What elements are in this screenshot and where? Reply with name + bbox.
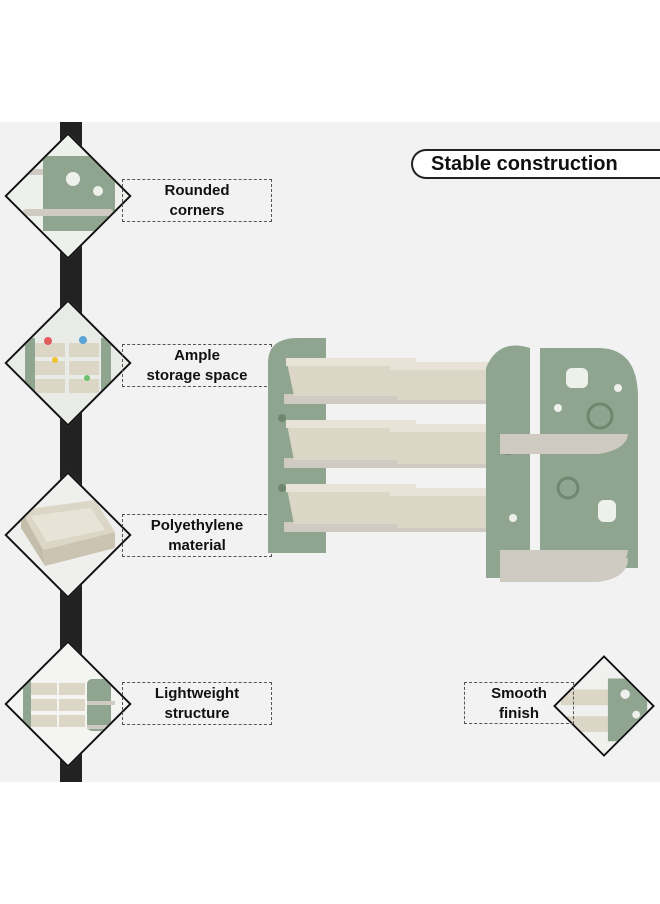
feature-line2: structure — [164, 705, 230, 722]
infographic-panel: Stable construction Rounded corners — [0, 122, 660, 782]
feature-line2: finish — [499, 705, 539, 722]
right-side-panel — [540, 348, 638, 568]
corner-shelf-lower — [500, 550, 628, 574]
bin — [390, 362, 500, 400]
shelf-bottom — [284, 522, 494, 532]
shelf-middle — [284, 458, 494, 468]
feature-line2: material — [168, 537, 226, 554]
feature-line1: Smooth — [491, 685, 547, 702]
feature-label-lightweight: Lightweight structure — [122, 682, 272, 725]
feature-label-polyethylene: Polyethylene material — [122, 514, 272, 557]
feature-label-rounded-corners: Rounded corners — [122, 179, 272, 222]
heading-badge: Stable construction — [411, 149, 660, 179]
feature-label-smooth-finish: Smooth finish — [464, 682, 574, 724]
rounded-corner-detail-image — [4, 132, 132, 260]
bin — [286, 420, 416, 460]
feature-line1: Ample — [174, 347, 220, 364]
right-inner-panel — [486, 345, 530, 578]
feature-line2: storage space — [146, 367, 248, 384]
corner-shelf-upper — [500, 434, 628, 454]
bin-closeup-image — [4, 471, 132, 599]
heading-text: Stable construction — [431, 153, 618, 175]
storage-with-toys-image — [4, 299, 132, 427]
rounded-corners-diamond — [4, 132, 132, 260]
feature-line2: corners — [169, 202, 225, 219]
bin — [390, 424, 500, 464]
polyethylene-diamond — [4, 471, 132, 599]
feature-line1: Polyethylene — [150, 517, 244, 534]
lightweight-diamond — [4, 640, 132, 768]
toy-storage-organizer-image — [268, 338, 638, 582]
feature-label-storage-space: Ample storage space — [122, 344, 272, 387]
full-unit-thumbnail-image — [4, 640, 132, 768]
shelf-top — [284, 394, 494, 404]
vertical-pole — [60, 122, 82, 782]
bin — [286, 358, 416, 396]
bin — [286, 484, 416, 524]
bin — [390, 488, 500, 528]
storage-space-diamond — [4, 299, 132, 427]
feature-line1: Rounded — [164, 182, 230, 199]
feature-line1: Lightweight — [154, 685, 240, 702]
